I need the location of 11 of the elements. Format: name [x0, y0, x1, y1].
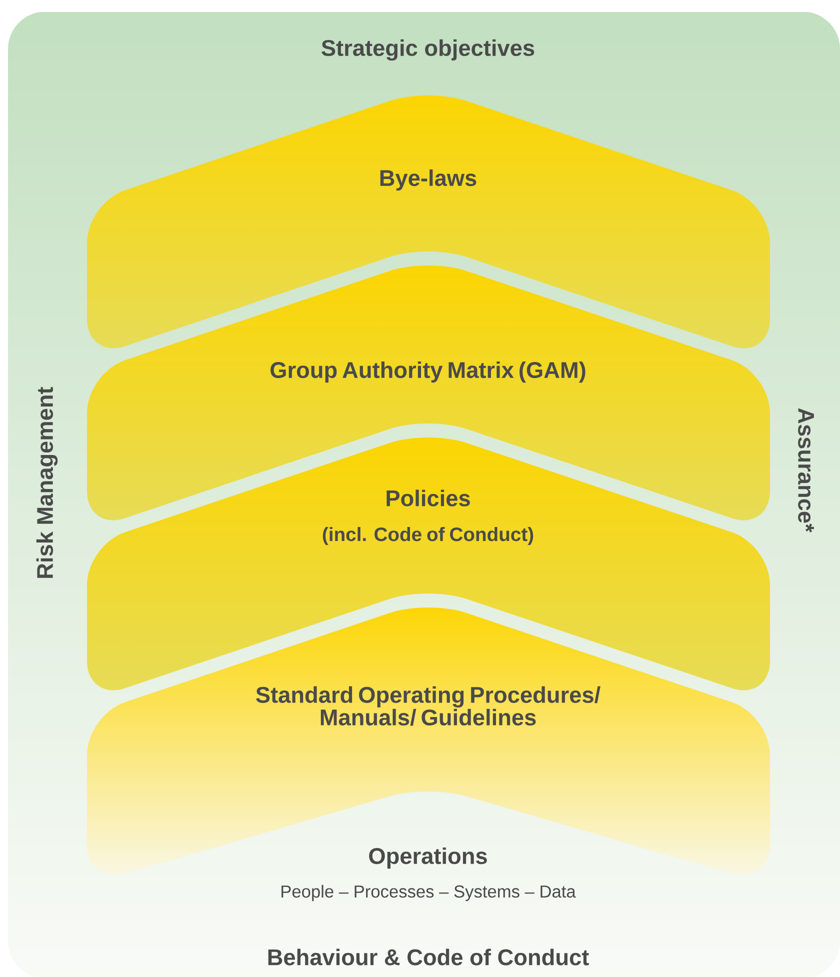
band-title: Group Authority Matrix (GAM) — [270, 361, 586, 383]
section-heading: Operations — [369, 847, 487, 869]
heading-text: Behaviour & Code of Conduct — [268, 948, 589, 966]
side-label: Assurance* — [798, 408, 814, 532]
heading-text: Strategic objectives — [322, 39, 534, 61]
band-title: Bye-laws — [380, 169, 476, 191]
side-label: Risk Management — [36, 386, 58, 578]
band-title: Policies — [386, 490, 470, 506]
band-title: Standard Operating Procedures/ Manuals/ Guidelines — [256, 686, 600, 726]
caption-text: People – Processes – Systems – Data — [282, 884, 576, 902]
band-subtitle: (incl. Code of Conduct) — [322, 527, 534, 546]
